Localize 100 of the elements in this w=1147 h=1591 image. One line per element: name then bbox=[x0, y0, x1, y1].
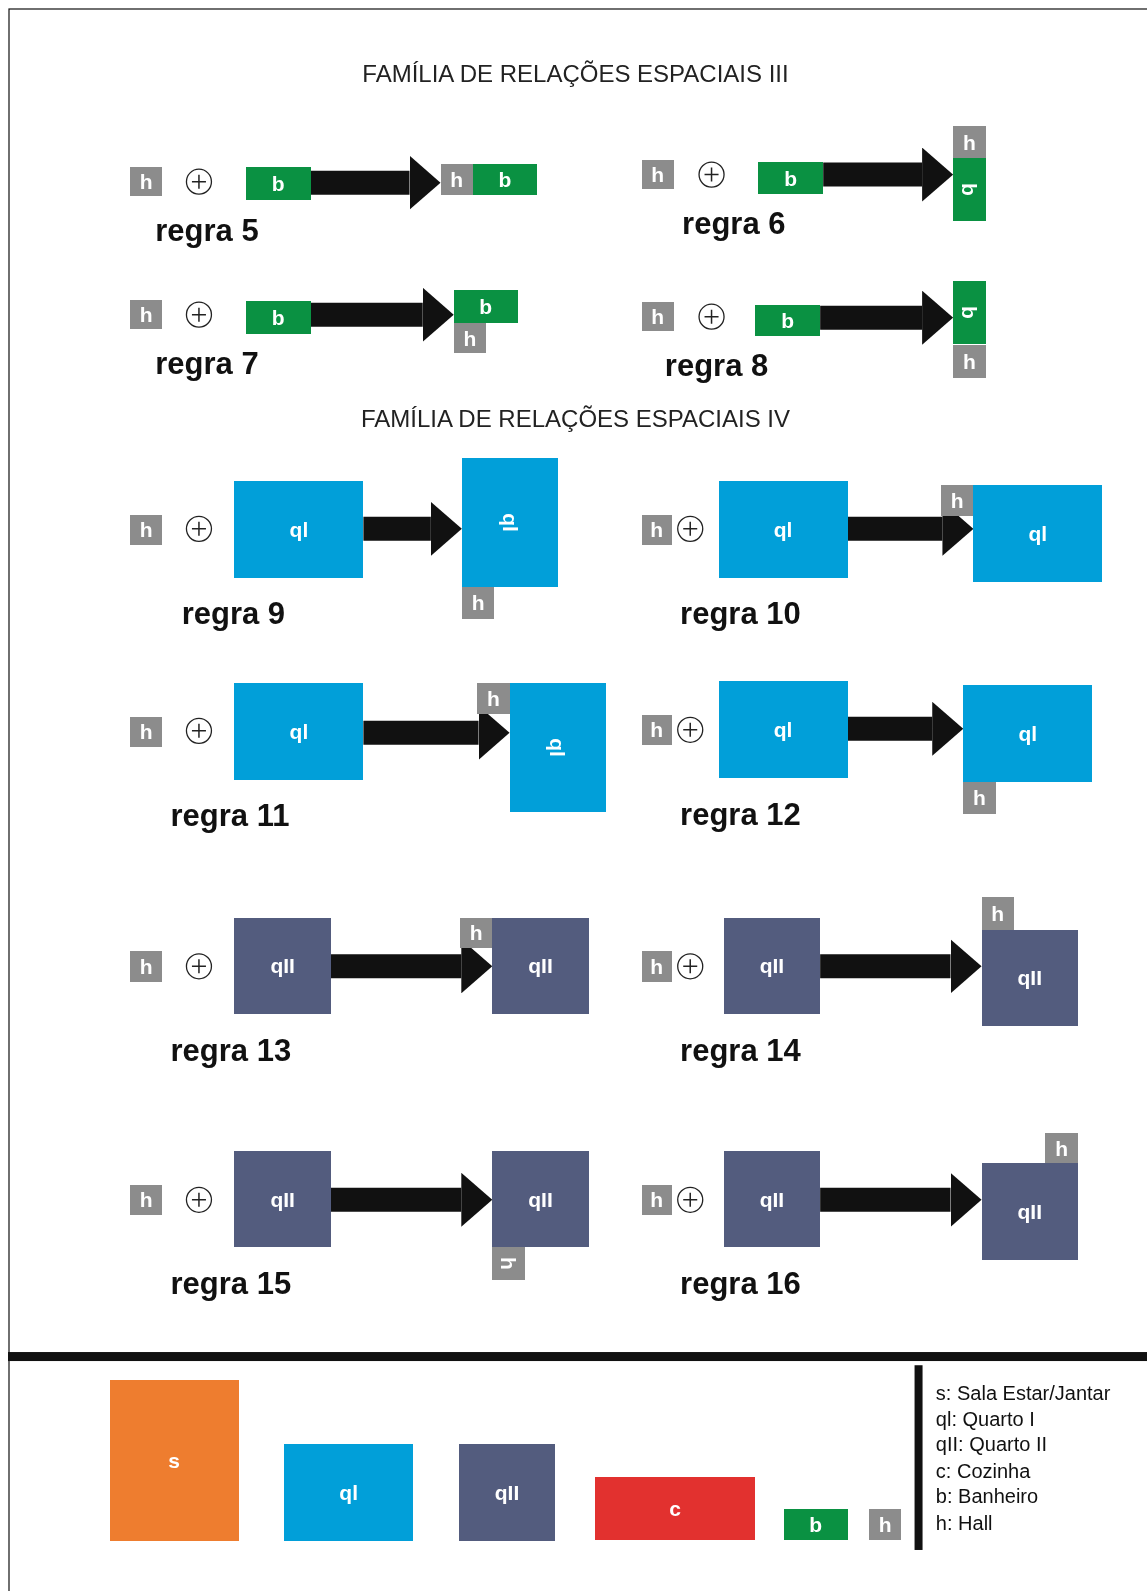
hall-block bbox=[641, 951, 672, 982]
room-block bbox=[755, 304, 821, 336]
hall-block bbox=[129, 167, 163, 196]
section-heading: FAMÍLIA DE RELAÇÕES ESPACIAIS IV bbox=[361, 407, 791, 432]
room-block bbox=[453, 290, 518, 323]
block-arrow bbox=[847, 701, 964, 756]
block-arrow bbox=[820, 1172, 982, 1227]
hall-block bbox=[641, 1184, 672, 1215]
hall-block bbox=[461, 586, 495, 620]
room-block bbox=[981, 929, 1078, 1027]
block-arrow bbox=[823, 147, 954, 202]
room-letter: b bbox=[958, 306, 980, 319]
room-block bbox=[594, 1476, 756, 1540]
room-block bbox=[953, 158, 986, 222]
legend-text: c: Cozinha bbox=[935, 1460, 1031, 1481]
room-letter: h bbox=[471, 592, 485, 614]
room-block bbox=[245, 167, 311, 200]
room-block bbox=[109, 1380, 239, 1541]
room-letter: ql bbox=[1028, 522, 1048, 544]
room-letter: qII bbox=[494, 1482, 520, 1504]
room-block bbox=[473, 164, 537, 195]
room-letter: ql bbox=[773, 518, 793, 540]
room-letter: qII bbox=[528, 1188, 553, 1210]
room-letter: ql bbox=[547, 738, 569, 757]
room-letter: h bbox=[1055, 1137, 1069, 1159]
room-letter: h bbox=[486, 687, 500, 709]
room-block bbox=[234, 481, 364, 578]
hall-block bbox=[641, 514, 672, 546]
hall-block bbox=[440, 164, 473, 195]
rule-label: regra 15 bbox=[170, 1267, 292, 1299]
room-letter: h bbox=[498, 1257, 519, 1271]
room-letter: h bbox=[139, 519, 153, 541]
hall-block bbox=[129, 300, 163, 329]
room-letter: h bbox=[139, 721, 153, 743]
hall-block bbox=[129, 951, 163, 982]
room-letter: qII bbox=[528, 955, 553, 977]
hall-block bbox=[641, 302, 674, 331]
block-arrow bbox=[330, 1172, 493, 1227]
hall-block bbox=[963, 781, 996, 815]
room-block bbox=[492, 917, 589, 1014]
hall-block bbox=[940, 485, 974, 516]
hall-block bbox=[641, 160, 674, 189]
block-arrow bbox=[310, 287, 454, 342]
room-letter: ql bbox=[289, 518, 309, 540]
room-block bbox=[953, 281, 986, 345]
room-letter: h bbox=[463, 327, 477, 349]
block-arrow bbox=[363, 501, 462, 556]
room-letter: ql bbox=[1018, 722, 1038, 744]
room-letter: c bbox=[669, 1497, 681, 1519]
room-letter: s bbox=[168, 1450, 180, 1472]
room-letter: b bbox=[479, 296, 493, 318]
room-letter: h bbox=[139, 955, 153, 977]
room-letter: b bbox=[498, 169, 512, 191]
room-block bbox=[234, 683, 364, 780]
room-block bbox=[723, 1151, 821, 1248]
room-block bbox=[492, 1151, 589, 1248]
room-letter: h bbox=[962, 350, 976, 372]
room-letter: qII bbox=[1017, 967, 1042, 989]
rule-label: regra 13 bbox=[170, 1034, 292, 1066]
rule-label: regra 12 bbox=[680, 798, 801, 830]
hall-block bbox=[981, 897, 1014, 930]
room-block bbox=[783, 1509, 848, 1540]
room-letter: h bbox=[450, 169, 464, 191]
room-letter: h bbox=[139, 171, 153, 193]
room-block bbox=[963, 685, 1093, 782]
hall-block bbox=[868, 1509, 902, 1540]
room-letter: b bbox=[784, 167, 798, 189]
legend-text: s: Sala Estar/Jantar bbox=[935, 1382, 1111, 1403]
room-letter: b bbox=[958, 183, 980, 197]
room-letter: ql bbox=[499, 512, 521, 532]
room-block bbox=[718, 481, 848, 578]
block-arrow bbox=[820, 290, 954, 345]
section-heading: FAMÍLIA DE RELAÇÕES ESPACIAIS III bbox=[362, 62, 789, 87]
room-block bbox=[723, 917, 821, 1014]
room-block bbox=[509, 683, 606, 812]
legend-text: h: Hall bbox=[935, 1512, 993, 1533]
room-letter: ql bbox=[773, 718, 793, 740]
hall-block bbox=[459, 917, 493, 949]
room-letter: h bbox=[650, 1189, 664, 1211]
hall-block bbox=[492, 1247, 525, 1280]
room-block bbox=[718, 681, 848, 778]
room-letter: h bbox=[991, 903, 1005, 925]
room-block bbox=[284, 1444, 414, 1541]
hall-block bbox=[641, 714, 672, 745]
room-letter: b bbox=[809, 1514, 822, 1536]
room-block bbox=[758, 162, 824, 194]
room-block bbox=[461, 457, 559, 587]
room-letter: h bbox=[950, 489, 964, 511]
room-letter: h bbox=[139, 1189, 153, 1211]
hall-block bbox=[453, 322, 487, 354]
room-letter: qII bbox=[759, 1188, 785, 1210]
room-block bbox=[234, 1151, 331, 1248]
room-block bbox=[458, 1444, 556, 1541]
hall-block bbox=[477, 683, 510, 714]
hall-block bbox=[1045, 1132, 1078, 1164]
rule-label: regra 9 bbox=[181, 597, 286, 629]
rule-label: regra 11 bbox=[170, 799, 290, 831]
legend-text: qII: Quarto II bbox=[935, 1434, 1048, 1455]
hall-block bbox=[129, 514, 163, 546]
room-letter: ql bbox=[289, 720, 309, 742]
